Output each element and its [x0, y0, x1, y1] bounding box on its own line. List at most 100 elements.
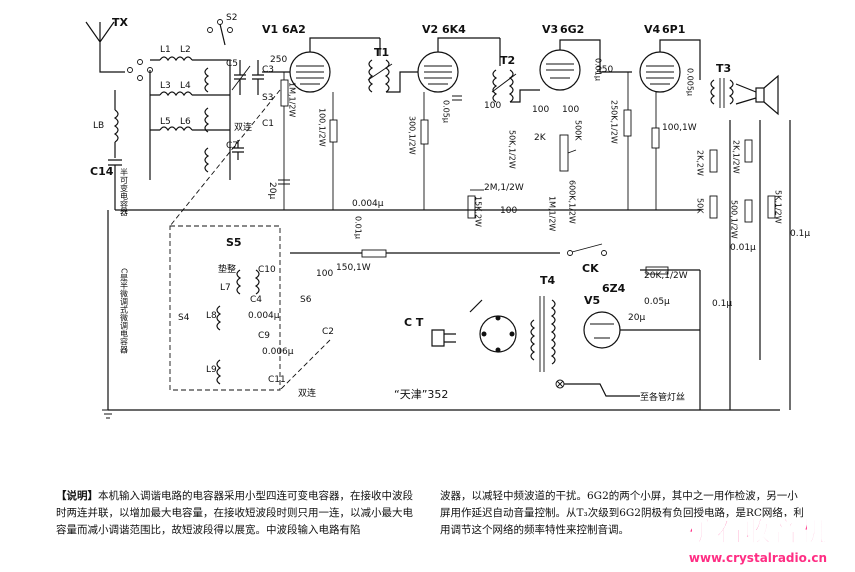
s2-label: S2: [226, 13, 237, 23]
tube-v1: [262, 37, 380, 93]
caption-left-body: 本机输入调谐电路的电容器采用小型四连可变电容器，在接收中波段时两连并联，以增加最…: [56, 490, 413, 536]
l1-label: L1: [160, 45, 171, 55]
trimmer-c3-c5: [231, 60, 264, 95]
s5-label: S5: [226, 236, 242, 249]
v5-ref: V5: [584, 294, 600, 307]
caption-head: 【说明】: [56, 490, 98, 502]
loudspeaker: [735, 74, 779, 116]
cap-005-ps: 0.05μ: [644, 297, 670, 307]
resistor-100-cathode: [329, 92, 338, 210]
inductor-l8: [216, 305, 222, 331]
inductor-lb: [108, 90, 122, 210]
c11-label: C10: [258, 265, 276, 275]
c14-note: 半可变电容器: [120, 167, 129, 217]
sw-section-outline: [169, 225, 281, 391]
t3-label: T3: [716, 62, 731, 75]
cap-0005-plate: 0.005μ: [686, 68, 695, 96]
cap-001-tone: 0.01μ: [730, 243, 756, 253]
r-50k: 50K,1/2W: [508, 130, 517, 169]
band-switch-s1: [127, 59, 153, 81]
c4-label: C4: [250, 295, 262, 305]
l8-label: L8: [206, 311, 217, 321]
v4-type: 6P1: [662, 23, 685, 36]
c-005-bypass: 0.05μ: [442, 100, 451, 123]
resistor-300-cathode: [420, 92, 429, 210]
r-100-cathode: 100,1/2W: [318, 108, 327, 147]
inductor-l9: [216, 359, 222, 385]
gang-link-1: [169, 89, 281, 227]
r-2m: 2M,1/2W: [484, 183, 524, 193]
cap-001-coupling: 0.01μ: [594, 58, 603, 81]
cap-250-v3: 250: [596, 65, 613, 75]
r-150-1w: 20K,1/2W: [644, 271, 688, 281]
l9-label: L9: [206, 365, 217, 375]
c7-label: C7: [226, 141, 238, 151]
c3-label: C3: [262, 65, 274, 75]
resistor-100-1w: [651, 92, 660, 210]
r-600k: 600K,1/2W: [568, 180, 577, 224]
v3-ref: V3: [542, 23, 558, 36]
s6-label: S6: [300, 295, 312, 305]
r-50k-tone: 50K: [696, 198, 705, 214]
model-label: “天津”352: [394, 388, 448, 401]
pilot-lamp: [555, 379, 640, 397]
cap-01-screen: 0.004μ: [352, 199, 384, 209]
transformer-t2: [491, 38, 540, 103]
cap-01-label: 0.01μ: [354, 216, 363, 239]
l6-label: L6: [180, 117, 191, 127]
t2-label: T2: [500, 54, 515, 67]
r-250k: 250K,1/2W: [610, 100, 619, 144]
v2-type: 6K4: [442, 23, 466, 36]
t1-label: T1: [374, 46, 389, 59]
inductor-l7: [236, 269, 260, 295]
trimmer-c7: [232, 140, 244, 160]
volume-pot: [559, 134, 577, 172]
r-1m-v3: 1M,1/2W: [548, 196, 557, 231]
r-300-cathode: 300,1/2W: [408, 116, 417, 155]
antenna-label: TX: [112, 16, 129, 29]
tube-v2: [417, 37, 500, 93]
l4-label: L4: [180, 81, 191, 91]
s3-label: S3: [262, 93, 273, 103]
v3-type: 6G2: [560, 23, 584, 36]
switch-s2: [207, 19, 233, 46]
watermark-brand: 矿石收音机: [688, 517, 828, 549]
r-15k: 15K,2W: [474, 196, 483, 227]
cap-20u-ps-2: 0.1μ: [712, 299, 732, 309]
cap-100-t2: 100: [484, 101, 501, 111]
power-transformer-t4: [530, 296, 556, 372]
tube-v3: [539, 39, 632, 91]
r-2k-2w: 2K,2W: [696, 150, 705, 176]
v1-grid-cap: 250: [270, 55, 287, 65]
lb-label: LB: [93, 121, 104, 131]
caption-right: 波器，以减轻中频波道的干扰。6G2的两个小屏，其中之一用作检波，另一小屏用作延迟…: [440, 490, 804, 536]
resistor-1m-grid: [280, 72, 289, 210]
cap-01-tone: 0.1μ: [790, 229, 810, 239]
r-100-1w: 100,1W: [662, 123, 697, 133]
caption-left: 【说明】本机输入调谐电路的电容器采用小型四连可变电容器，在接收中波段时两连并联，…: [56, 488, 422, 539]
transformer-t3: [710, 78, 734, 108]
cap-0006: 0.006μ: [262, 347, 294, 357]
tube-v5: [583, 311, 621, 349]
v1-type: 6A2: [282, 23, 306, 36]
c10-label: C11: [268, 375, 286, 385]
schematic-diagram: TX L1 L2 L3 L4 L5 L6 S2 C5 C3 C7 双连 S3: [85, 13, 810, 419]
watermark: 矿石收音机 www.crystalradio.cn: [665, 510, 851, 566]
c9-label: C9: [258, 331, 270, 341]
cap-005-agc: 20μ: [267, 182, 277, 199]
ck-label: CK: [582, 262, 599, 275]
c-trimmer-note: C是半微调式微调电容器: [120, 268, 129, 355]
v2-ref: V2: [422, 23, 438, 36]
r-500k: 500K: [574, 120, 583, 141]
switch-ck: [567, 243, 607, 256]
r-2k-half: 2K,1/2W: [732, 140, 741, 174]
tuning-gang-note-2: 双连: [298, 387, 316, 399]
transformer-t1: [367, 38, 418, 93]
voltage-selector: [469, 299, 517, 353]
antenna: TX: [85, 16, 129, 60]
padder-note: 垫整: [218, 263, 236, 275]
r-2k: 2K: [534, 133, 547, 143]
r-20k: 150,1W: [336, 263, 371, 273]
r-5k-half: 5K,1/2W: [774, 190, 783, 224]
t4-label: T4: [540, 274, 556, 287]
